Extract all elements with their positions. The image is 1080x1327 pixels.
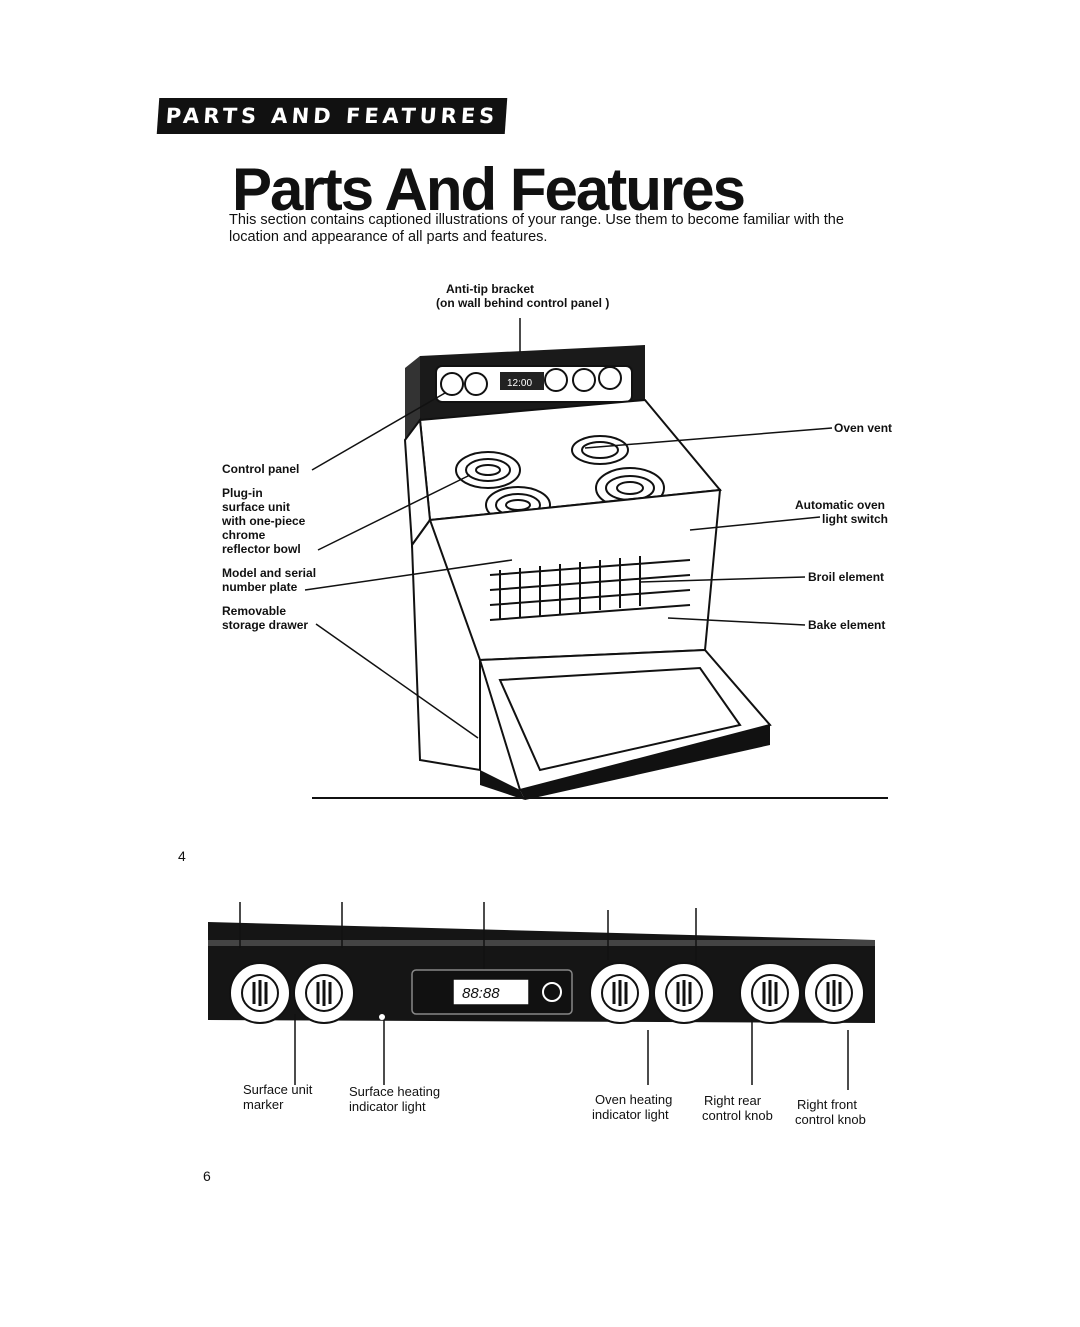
surface-units <box>455 435 665 524</box>
range-display-readout: 12:00 <box>507 378 532 389</box>
page-number-top: 4 <box>178 848 186 864</box>
range-display-box <box>500 372 544 390</box>
oven-racks <box>489 556 691 621</box>
label-auto-light-1: Automatic oven <box>795 498 886 512</box>
label-plug-in-1: Plug-in <box>222 486 263 500</box>
oven-heating-indicator <box>645 1024 651 1030</box>
label-surface-unit-1: Surface unit <box>243 1082 313 1097</box>
label-right-rear-2: control knob <box>702 1108 773 1123</box>
label-surface-heating-2: indicator light <box>349 1099 426 1114</box>
label-broil-element: Broil element <box>808 570 885 584</box>
label-plug-in-5: reflector bowl <box>222 542 301 556</box>
label-anti-tip-1: Anti-tip bracket <box>446 282 535 296</box>
intro-paragraph: This section contains captioned illustra… <box>229 212 844 245</box>
label-right-rear-1: Right rear <box>704 1093 762 1108</box>
label-right-front-1: Right front <box>797 1097 857 1112</box>
label-bake-element: Bake element <box>808 618 886 632</box>
page-title: Parts And Features <box>232 156 746 223</box>
label-anti-tip-2: (on wall behind control panel ) <box>436 296 610 310</box>
clock-display <box>452 978 530 1006</box>
label-surface-heating-1: Surface heating <box>349 1084 441 1099</box>
label-drawer-2: storage drawer <box>222 618 309 632</box>
label-plug-in-2: surface unit <box>222 500 291 514</box>
surface-heating-indicator <box>379 1014 385 1020</box>
label-plug-in-3: with one-piece <box>222 514 306 528</box>
label-oven-heating-2: indicator light <box>592 1107 669 1122</box>
label-plug-in-4: chrome <box>222 528 266 542</box>
label-surface-unit-2: marker <box>243 1097 284 1112</box>
label-drawer-1: Removable <box>222 604 287 618</box>
label-right-front-2: control knob <box>795 1112 866 1127</box>
label-oven-vent: Oven vent <box>834 421 893 435</box>
label-model-1: Model and serial <box>222 566 317 580</box>
label-oven-heating-1: Oven heating <box>595 1092 673 1107</box>
label-control-panel: Control panel <box>222 462 300 476</box>
label-auto-light-2: light switch <box>822 512 888 526</box>
leader-lines <box>304 318 833 739</box>
clock-display-readout: 88:88 <box>462 985 500 1002</box>
page-number-bottom: 6 <box>203 1168 211 1184</box>
label-model-2: number plate <box>222 580 298 594</box>
